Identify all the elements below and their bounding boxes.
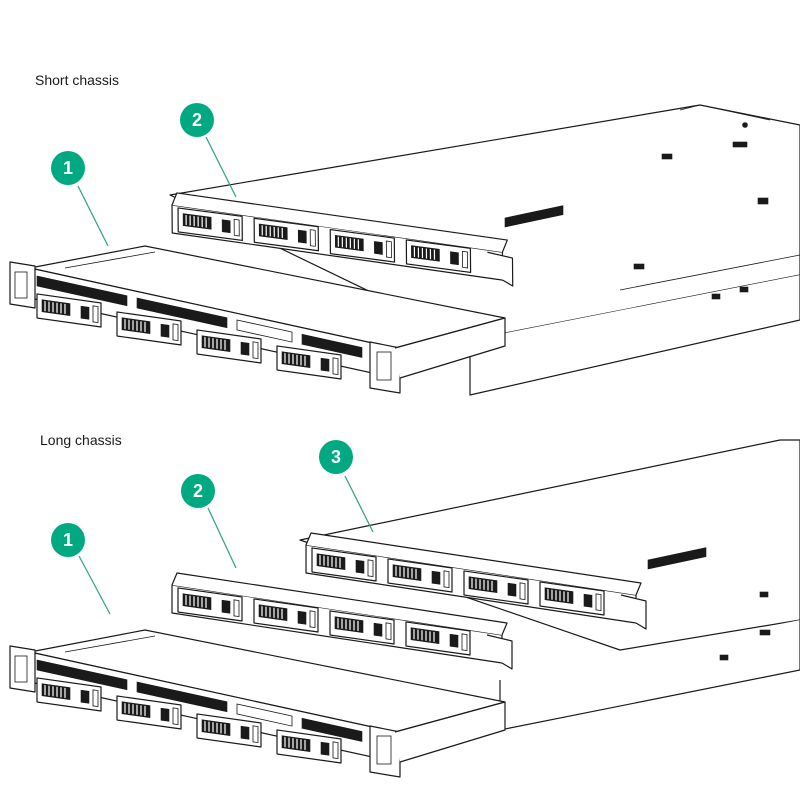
svg-text:1: 1: [63, 530, 73, 550]
long-chassis-illustration: [10, 439, 800, 777]
long-chassis-label: Long chassis: [40, 432, 122, 448]
callout-1: 1: [51, 523, 85, 557]
svg-text:3: 3: [331, 447, 341, 467]
short-chassis-illustration: [10, 104, 800, 396]
callout-1: 1: [51, 151, 85, 185]
svg-text:2: 2: [193, 481, 203, 501]
svg-text:2: 2: [192, 110, 202, 130]
svg-text:1: 1: [63, 158, 73, 178]
short-chassis-label: Short chassis: [35, 72, 120, 88]
callout-3: 3: [319, 440, 353, 474]
callout-2: 2: [180, 103, 214, 137]
callout-2: 2: [181, 474, 215, 508]
